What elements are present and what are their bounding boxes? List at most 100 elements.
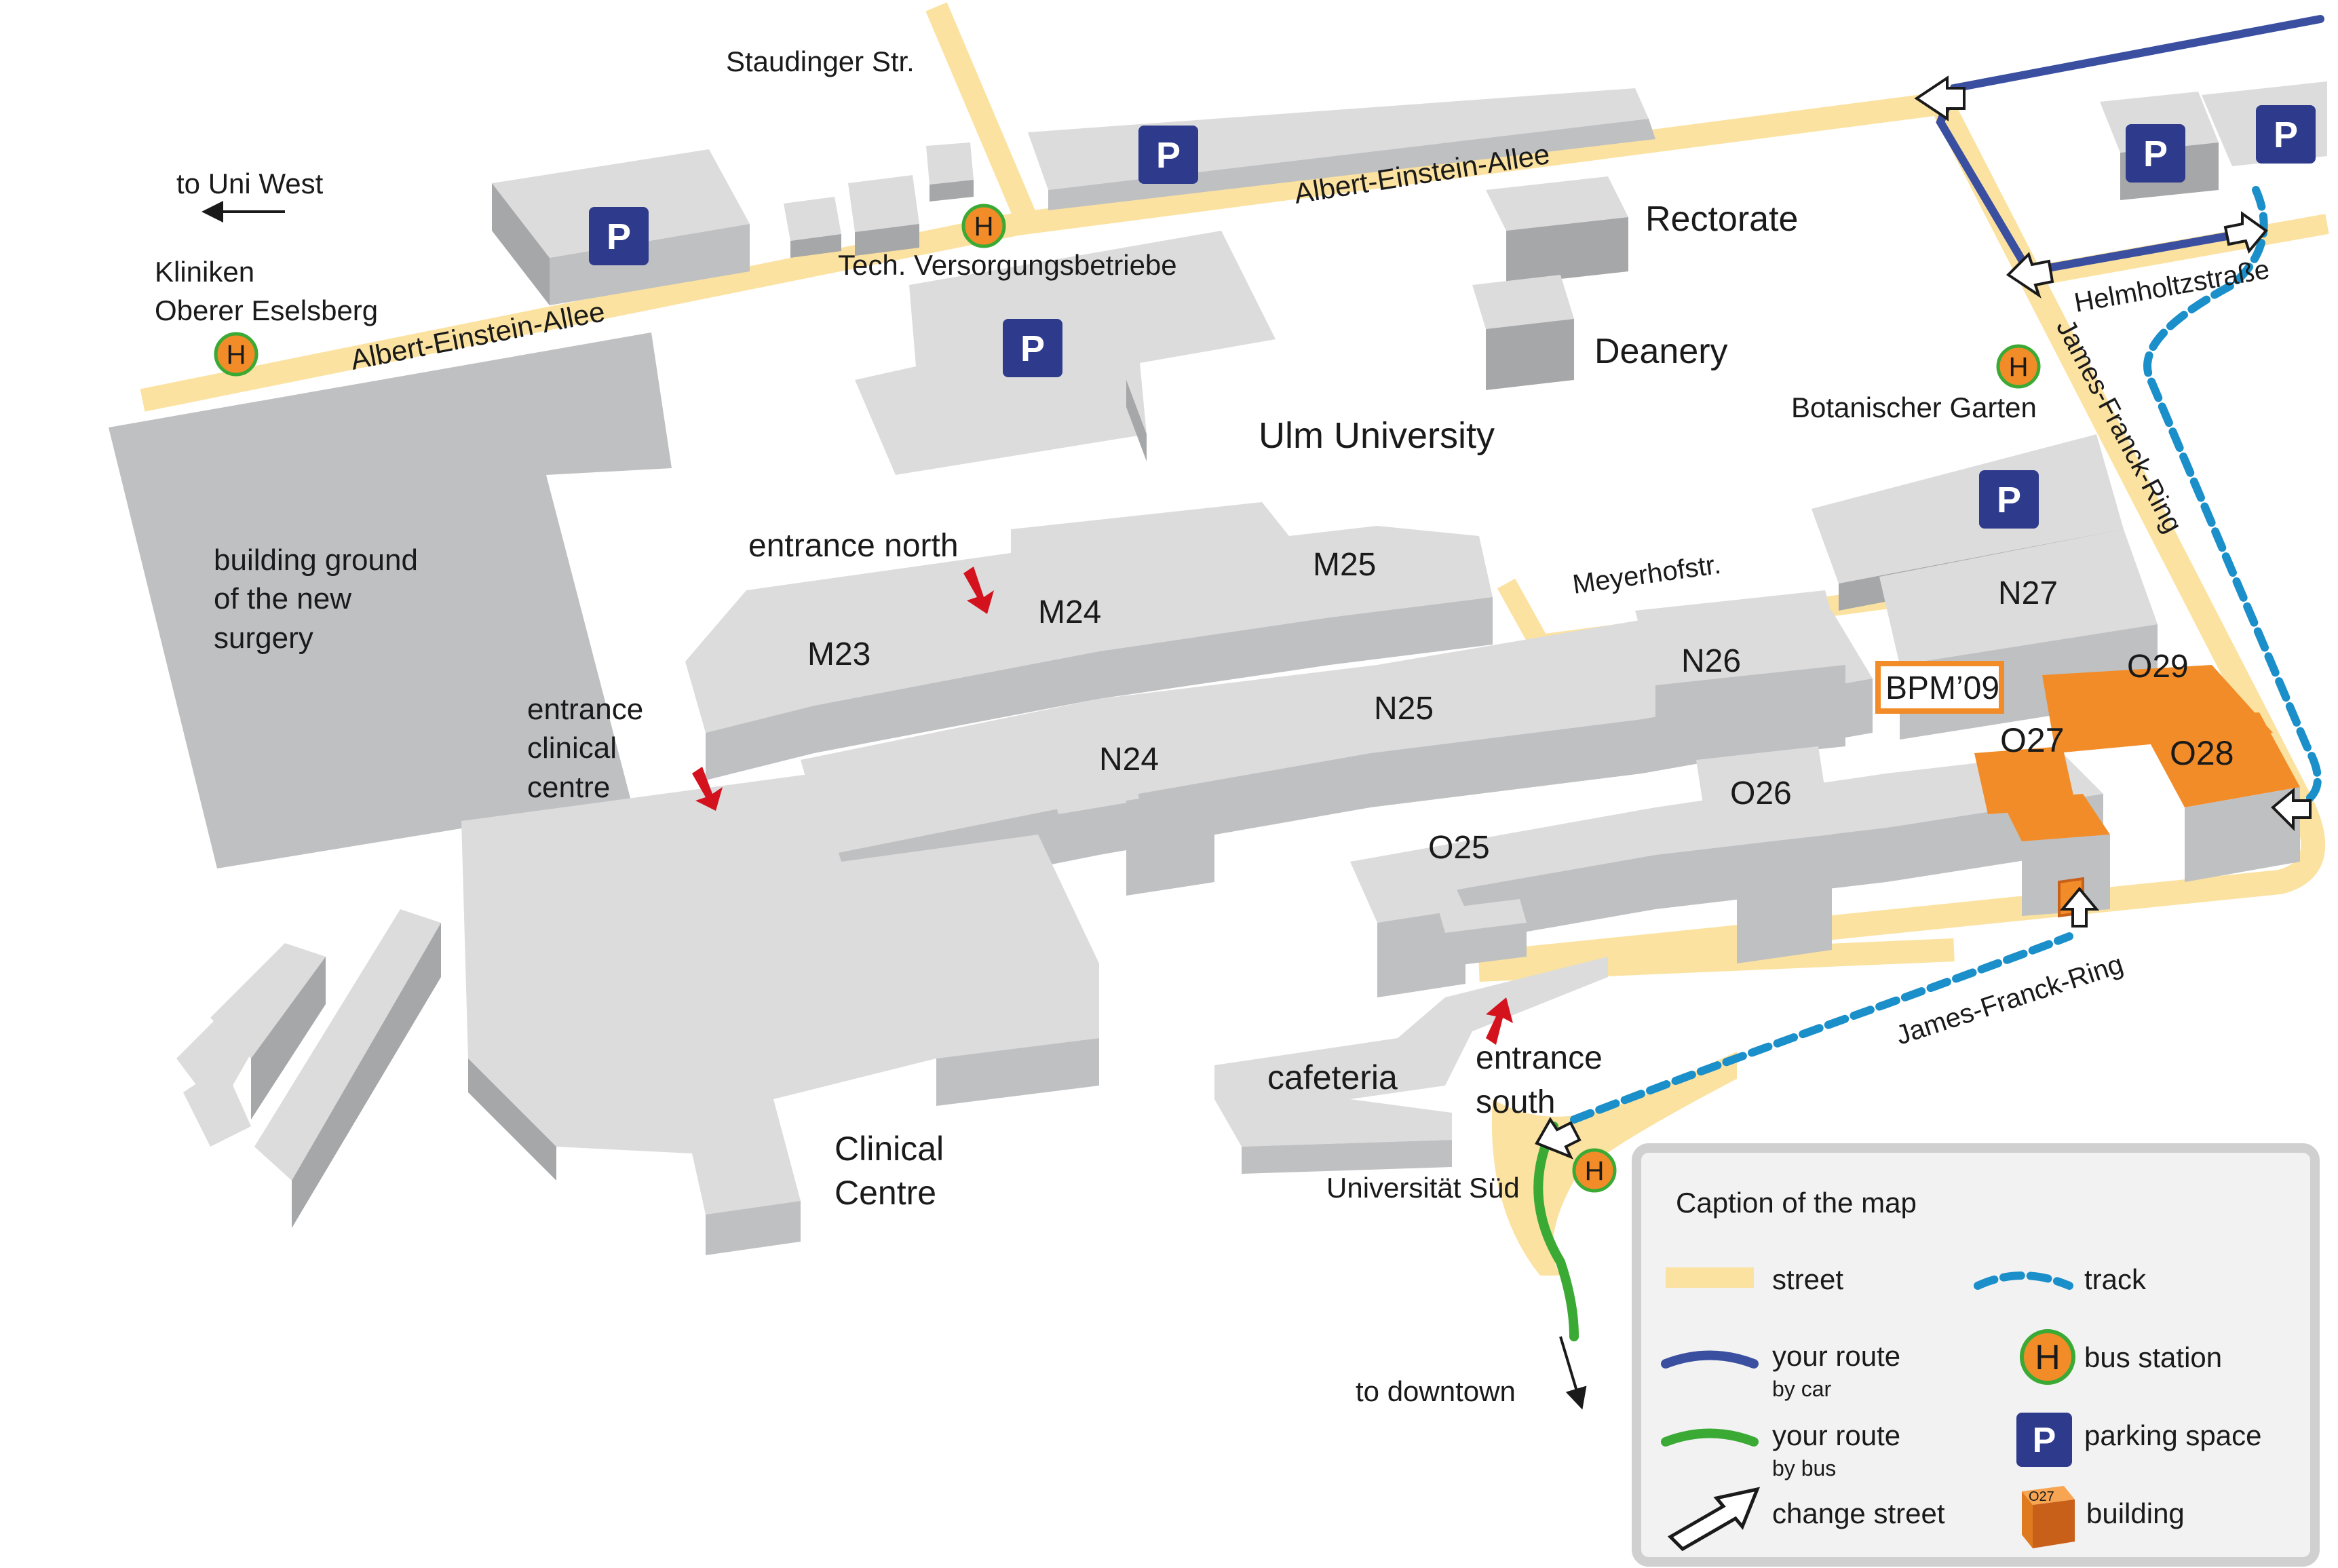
change-street-arrow-icon bbox=[1535, 1117, 1582, 1160]
arrow-to-downtown bbox=[1559, 1336, 1587, 1410]
routes bbox=[1533, 15, 2324, 1341]
university-north-wing bbox=[685, 502, 1493, 733]
street-label-james-franck-2: James-Franck-Ring bbox=[1892, 949, 2126, 1051]
change-street-arrow-icon bbox=[2223, 211, 2268, 254]
label-clinical-centre-2: Centre bbox=[835, 1174, 936, 1212]
parking-icon: P bbox=[1003, 319, 1062, 377]
legend-box bbox=[1632, 1143, 2320, 1567]
label-oberer-eselsberg: Oberer Eselsberg bbox=[155, 294, 378, 326]
legend-change-street-icon bbox=[1667, 1487, 1761, 1552]
street-staudinger bbox=[925, 2, 1042, 235]
entrance-south-arrow bbox=[1486, 997, 1513, 1045]
building-label-m23: M23 bbox=[807, 636, 870, 672]
bpm-badge-label: BPM’09 bbox=[1885, 670, 1999, 706]
legend-car-route-swatch bbox=[1661, 1350, 1759, 1369]
legend-street-swatch bbox=[1666, 1267, 1754, 1288]
legend-bus-route-swatch bbox=[1661, 1428, 1759, 1447]
svg-text:P: P bbox=[2143, 134, 2168, 174]
bus-stop-icon: H bbox=[1572, 1148, 1617, 1193]
svg-text:H: H bbox=[227, 340, 246, 370]
svg-text:P: P bbox=[1156, 135, 1181, 176]
label-botanischer-garten: Botanischer Garten bbox=[1791, 391, 2037, 423]
legend-bus-route-label: your route bbox=[1772, 1419, 1900, 1451]
label-to-downtown: to downtown bbox=[1356, 1375, 1516, 1407]
parking-icon: P bbox=[2256, 105, 2316, 164]
track bbox=[2143, 186, 2322, 811]
label-entrance-south-1: entrance bbox=[1476, 1040, 1603, 1076]
legend-parking-icon: P bbox=[2016, 1413, 2072, 1467]
svg-text:O27: O27 bbox=[2029, 1489, 2054, 1504]
building-label-n24: N24 bbox=[1099, 742, 1159, 778]
bus-stop-icon: H bbox=[1996, 344, 2041, 389]
street-label-meyerhof: Meyerhofstr. bbox=[1571, 550, 1723, 600]
route-bus bbox=[1533, 1122, 1579, 1341]
building-label-n26: N26 bbox=[1681, 643, 1741, 679]
legend-building-icon: O27 bbox=[2022, 1486, 2075, 1548]
svg-text:H: H bbox=[2035, 1338, 2061, 1377]
tech-versorgung-parking bbox=[855, 231, 1276, 475]
svg-text:P: P bbox=[1997, 480, 2021, 520]
label-tech-versorgung: Tech. Versorgungsbetriebe bbox=[838, 249, 1177, 281]
cafeteria-building bbox=[1214, 957, 1608, 1147]
label-entrance-clinical-2: clinical bbox=[527, 731, 617, 765]
street-helmholtz bbox=[2020, 214, 2329, 288]
legend: Caption of the map street track your rou… bbox=[1632, 1143, 2320, 1567]
rectorate-building bbox=[1486, 176, 1628, 231]
building-label-o28: O28 bbox=[2170, 734, 2234, 772]
entrance-north-arrow bbox=[963, 567, 994, 614]
route-car bbox=[1936, 15, 2324, 276]
legend-street-label: street bbox=[1772, 1263, 1843, 1295]
street-james-franck-ring-south bbox=[1478, 938, 1955, 982]
parking-icon: P bbox=[2126, 124, 2185, 183]
label-entrance-clinical-3: centre bbox=[527, 771, 610, 804]
label-building-ground-1: building ground bbox=[214, 543, 418, 577]
legend-car-route-sub: by car bbox=[1772, 1377, 1831, 1401]
deanery-building bbox=[1472, 275, 1574, 329]
parking-icon: P bbox=[1979, 470, 2039, 529]
entrance-clinical-arrow bbox=[692, 767, 723, 811]
building-n27-block bbox=[1879, 529, 2158, 665]
parking-botanischer-garten bbox=[1812, 434, 2124, 584]
legend-car-route-label: your route bbox=[1772, 1340, 1900, 1372]
svg-text:P: P bbox=[2274, 115, 2298, 155]
label-entrance-south-2: south bbox=[1476, 1084, 1555, 1120]
parking-symbols: P P P P P P bbox=[589, 105, 2316, 529]
street-label-staudinger: Staudinger Str. bbox=[726, 45, 915, 77]
change-street-arrow-icon bbox=[2271, 787, 2312, 831]
label-clinical-centre-1: Clinical bbox=[835, 1130, 944, 1168]
label-building-ground-2: of the new bbox=[214, 582, 351, 615]
building-label-m25: M25 bbox=[1313, 547, 1376, 583]
change-street-arrow-icon bbox=[2059, 886, 2100, 928]
bus-stop-icon: H bbox=[961, 204, 1006, 248]
legend-bus-route-sub: by bus bbox=[1772, 1456, 1836, 1480]
legend-title: Caption of the map bbox=[1676, 1187, 1917, 1219]
building-label-n25: N25 bbox=[1374, 691, 1434, 727]
legend-track-label: track bbox=[2084, 1263, 2147, 1295]
parking-icon: P bbox=[589, 207, 649, 265]
svg-text:H: H bbox=[974, 212, 994, 242]
parking-icon: P bbox=[1138, 126, 1198, 184]
parking-lot-west bbox=[492, 149, 750, 258]
legend-bus-icon: H bbox=[2020, 1329, 2075, 1385]
svg-text:H: H bbox=[2009, 352, 2029, 382]
label-cafeteria: cafeteria bbox=[1267, 1058, 1398, 1096]
building-label-n27: N27 bbox=[1998, 575, 2058, 611]
label-to-uni-west: to Uni West bbox=[176, 168, 324, 199]
label-deanery: Deanery bbox=[1594, 332, 1728, 371]
change-street-arrow-icon bbox=[1914, 75, 1966, 121]
building-o27-lower bbox=[2001, 794, 2110, 841]
legend-parking-label: parking space bbox=[2084, 1419, 2262, 1451]
building-label-o29: O29 bbox=[2127, 649, 2189, 685]
bus-stop-icon: H bbox=[214, 332, 258, 377]
building-label-o27: O27 bbox=[2000, 721, 2065, 759]
label-entrance-north: entrance north bbox=[748, 528, 959, 564]
label-kliniken: Kliniken bbox=[155, 256, 254, 288]
svg-text:P: P bbox=[2033, 1421, 2056, 1460]
building-ground-surgery bbox=[109, 332, 672, 868]
bpm-badge bbox=[1875, 661, 2004, 714]
legend-change-street-label: change street bbox=[1772, 1497, 1945, 1529]
label-building-ground-3: surgery bbox=[214, 622, 313, 655]
legend-building-label: building bbox=[2086, 1497, 2185, 1529]
building-label-o25: O25 bbox=[1428, 830, 1490, 866]
